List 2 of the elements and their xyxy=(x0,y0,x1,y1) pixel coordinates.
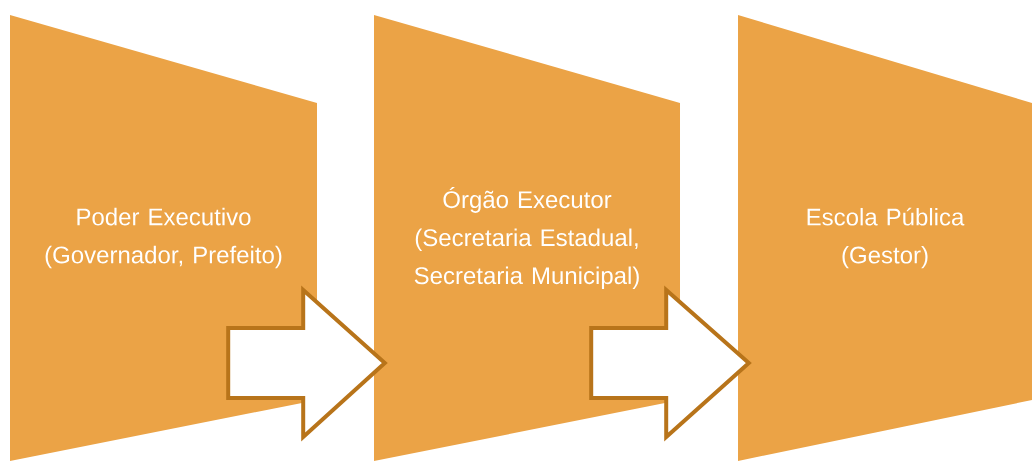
block-arrow xyxy=(226,285,388,442)
block-arrow xyxy=(589,285,752,442)
